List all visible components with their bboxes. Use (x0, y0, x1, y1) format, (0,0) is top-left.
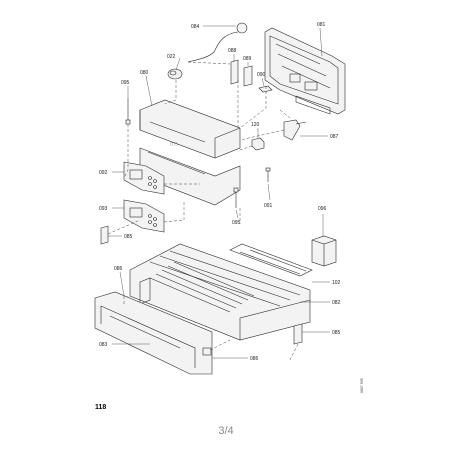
part-080-control-housing: ▢ ▢ (139, 99, 241, 206)
part-081-mounting-frame (264, 27, 346, 115)
part-092-control-panel (123, 161, 165, 195)
assembly-lines (107, 61, 299, 361)
part-093-control-panel (123, 199, 165, 233)
part-087-clip (283, 119, 307, 141)
label-084: 084 (191, 24, 200, 30)
part-120-block (251, 137, 265, 151)
part-089-bracket (243, 65, 253, 87)
label-091: 091 (264, 203, 273, 209)
part-084-sensor-cable (187, 22, 248, 63)
label-080: 080 (140, 70, 149, 76)
label-085-left: 085 (124, 234, 133, 240)
part-085-hinge-right (293, 323, 303, 345)
label-086-left: 086 (114, 266, 123, 272)
drawing-code: 0607 909 (360, 378, 364, 393)
label-120: 120 (251, 122, 260, 128)
part-086-foot-bottom (202, 347, 212, 356)
label-085-right: 085 (332, 330, 341, 336)
part-091-screw (265, 167, 271, 182)
label-083: 083 (99, 342, 108, 348)
part-labels: 084 081 022 088 089 095 080 090 120 087 … (99, 22, 341, 362)
label-096: 096 (318, 206, 327, 212)
label-095-middle: 095 (232, 220, 241, 226)
label-086-bottom: 086 (250, 356, 259, 362)
label-022: 022 (167, 54, 176, 60)
part-083-front-panel (94, 291, 213, 375)
label-095-top: 095 (121, 80, 130, 86)
part-085-hinge-left (100, 225, 109, 245)
label-082: 082 (332, 300, 341, 306)
label-092: 092 (99, 170, 108, 176)
figure-number: 118 (95, 404, 106, 411)
part-102-082-drawer-frame (129, 243, 313, 341)
label-093: 093 (99, 206, 108, 212)
label-088: 088 (228, 48, 237, 54)
part-022-sensor (167, 68, 183, 80)
part-090-connector (258, 85, 273, 93)
leader-lines (108, 25, 330, 359)
svg-text:▢ ▢: ▢ ▢ (170, 142, 178, 146)
part-096-box (311, 235, 337, 267)
label-089: 089 (243, 56, 252, 62)
label-087: 087 (330, 134, 339, 140)
part-088-bracket (230, 59, 239, 85)
part-095-screw-middle (233, 187, 239, 208)
label-102: 102 (332, 280, 341, 286)
label-081: 081 (317, 22, 326, 28)
label-090: 090 (257, 72, 266, 78)
page-indicator: 3/4 (218, 425, 233, 437)
part-095-screw-top (125, 98, 131, 125)
